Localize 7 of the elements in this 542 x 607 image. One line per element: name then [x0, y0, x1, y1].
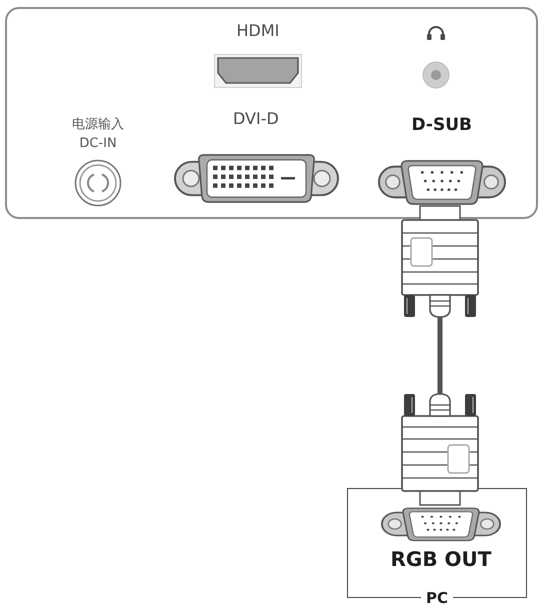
port-label: DVI-D — [233, 110, 279, 128]
vga-cable — [401, 205, 479, 506]
port-label: D-SUB — [412, 116, 472, 136]
monitor-back-panel — [5, 7, 538, 219]
port-label: 电源输入 DC-IN — [71, 116, 125, 153]
port-label: RGB OUT — [390, 548, 492, 571]
port-label: HDMI — [236, 22, 280, 40]
